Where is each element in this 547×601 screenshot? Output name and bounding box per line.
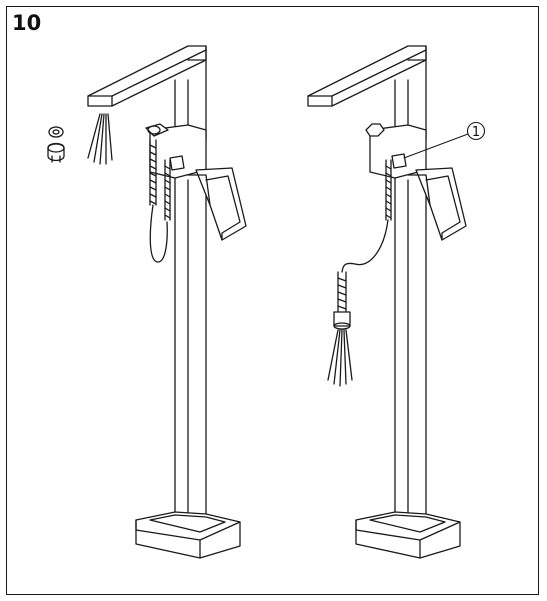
- callout-1: 1: [403, 121, 486, 159]
- hand-shower-icon: [333, 271, 351, 330]
- faucet-left-icon: [87, 45, 247, 559]
- callout-1-label: 1: [472, 125, 480, 140]
- faucet-right-icon: [307, 45, 467, 559]
- water-spray-icon: [87, 113, 113, 165]
- aerator-parts-icon: [47, 126, 65, 163]
- step-number: 10: [12, 11, 42, 35]
- water-spray-icon: [327, 329, 353, 387]
